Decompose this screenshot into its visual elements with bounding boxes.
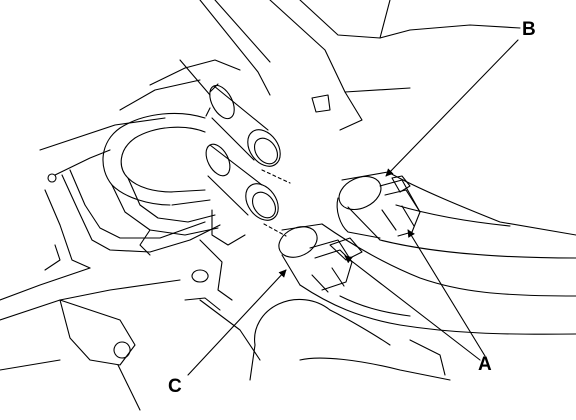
lower-heater-port: [205, 143, 279, 221]
leader-line-b: [385, 39, 519, 177]
hose-c-clamp: [309, 237, 363, 293]
upper-heater-port: [205, 83, 281, 167]
hose-b-clamp: [379, 175, 421, 237]
alignment-dashes: [261, 169, 291, 237]
callout-label-c: C: [168, 376, 182, 397]
body-panel-upper: [119, 0, 521, 131]
hose-c: [278, 223, 576, 335]
leader-line-a2: [344, 255, 481, 361]
lower-panel: [199, 298, 451, 381]
leader-line-a1: [407, 229, 486, 357]
callout-label-a: A: [478, 354, 492, 375]
leader-line-c: [187, 269, 287, 376]
left-bracket-frame: [0, 117, 221, 411]
heater-pipe-loop: [102, 112, 246, 311]
hose-b: [336, 171, 576, 259]
callout-label-b: B: [522, 19, 536, 40]
